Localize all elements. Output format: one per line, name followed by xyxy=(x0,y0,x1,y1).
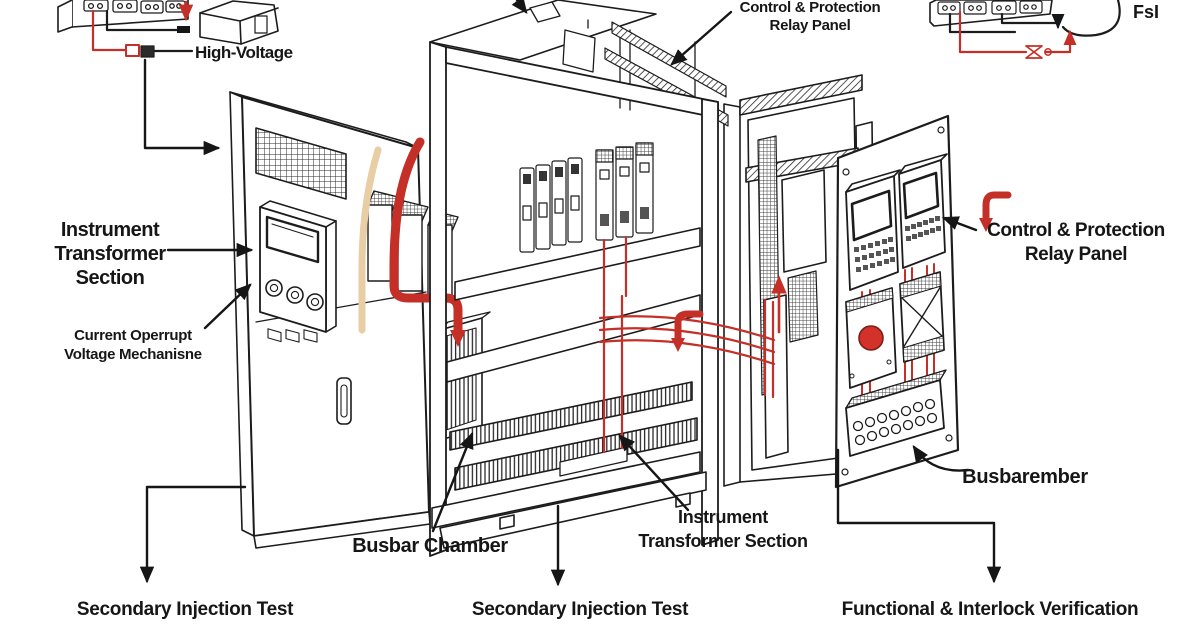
label-functional-interlock: Functional & Interlock Verification xyxy=(841,599,1139,620)
wire-loop xyxy=(1061,0,1121,37)
vent-grille xyxy=(255,127,347,200)
thick-red-cable xyxy=(389,137,466,347)
red-button xyxy=(858,325,884,351)
left-cabinet xyxy=(229,91,431,549)
right-center-cabinet xyxy=(723,74,877,487)
breaker-row-b xyxy=(595,142,654,241)
terminal-row xyxy=(449,381,693,451)
label-instrument-transformer-left: Instrument Transformer Section xyxy=(54,219,166,289)
breaker-row-a xyxy=(519,157,583,253)
arrow-busbarember xyxy=(912,445,970,472)
red-test-loop xyxy=(958,10,1070,59)
arrow-left-cabinet xyxy=(143,58,221,156)
arrow-cp-right xyxy=(941,216,978,232)
label-secondary-injection-left: Secondary Injection Test xyxy=(76,599,294,620)
arrow-its-bottom xyxy=(618,434,690,512)
red-button-device xyxy=(845,287,897,389)
label-busbar-chamber: Busbar Chamber xyxy=(352,535,508,557)
arrow-busbar-chamber xyxy=(431,431,474,533)
relay-unit xyxy=(898,153,948,269)
arrow-current-mech xyxy=(203,283,252,330)
label-control-protection-right: Control & Protection Relay Panel xyxy=(987,220,1165,265)
relay-unit xyxy=(845,169,901,291)
label-high-voltage: High-Voltage xyxy=(195,43,293,62)
label-fsi: FsI xyxy=(1133,2,1160,22)
cross-device xyxy=(899,271,945,363)
arrow-top-small xyxy=(511,0,528,14)
arrow-sit-left xyxy=(139,485,247,584)
arrow-functional xyxy=(836,448,1002,584)
label-control-protection-top: Control & Protection Relay Panel xyxy=(739,0,881,34)
terminal-row xyxy=(454,417,698,491)
center-cabinet xyxy=(429,41,719,557)
relay-panel xyxy=(834,114,960,489)
label-busbarember: Busbarember xyxy=(962,466,1088,488)
relay-transformer-box xyxy=(929,0,1121,59)
label-secondary-injection-center: Secondary Injection Test xyxy=(471,599,689,620)
small-enclosure-box xyxy=(199,0,279,45)
red-wiring xyxy=(598,191,1012,454)
center-cabinet-top xyxy=(429,0,729,127)
hv-transformer-box xyxy=(57,0,194,58)
label-instrument-transformer-bottom: Instrument Transformer Section xyxy=(638,507,808,551)
tan-cable xyxy=(358,146,382,334)
arrow-cp-top xyxy=(670,10,733,66)
annotation-arrows xyxy=(139,0,1002,587)
terminal-block xyxy=(845,369,947,457)
label-current-operrupt: Current Operrupt Voltage Mechanisne xyxy=(64,327,202,363)
panel-meter-device xyxy=(259,200,337,343)
